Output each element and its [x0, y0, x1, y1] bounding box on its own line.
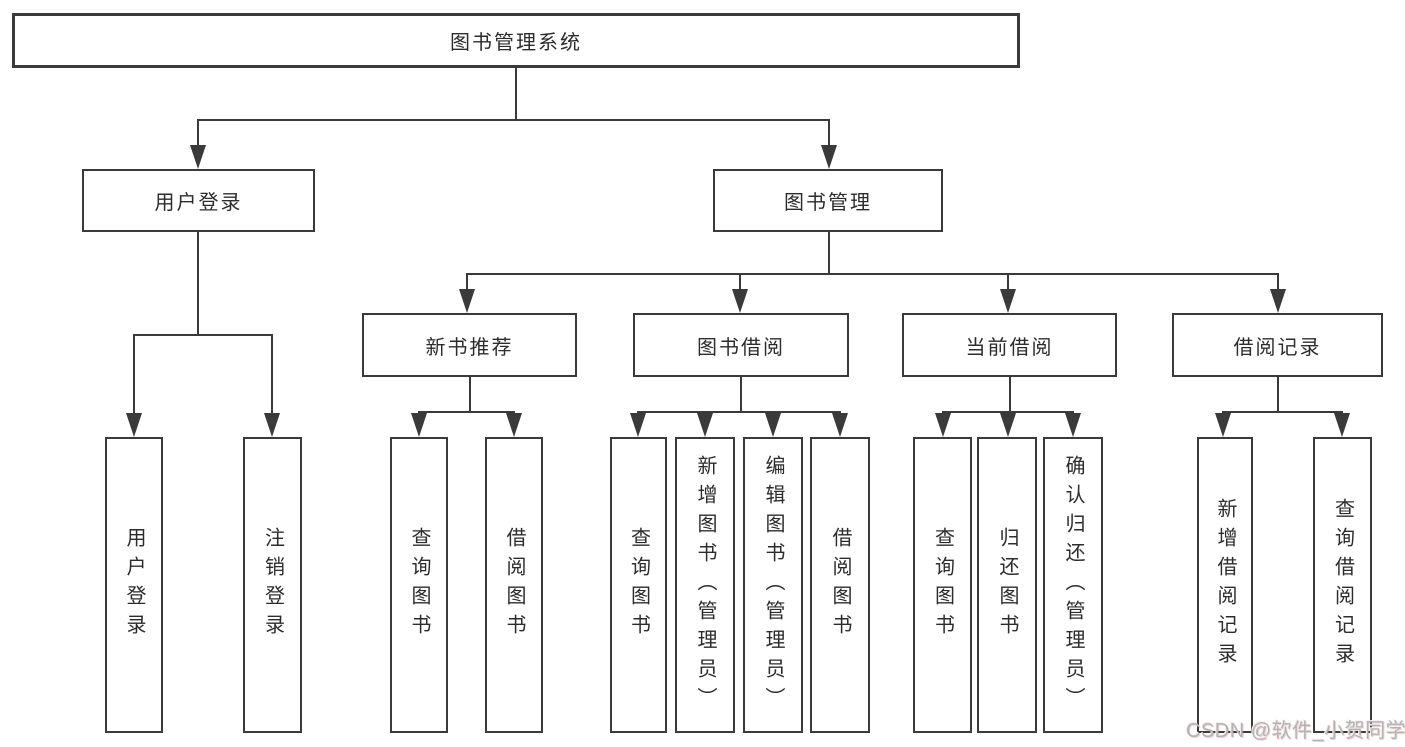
node-book-management: 图书管理	[713, 169, 943, 232]
node-library-management-system: 图书管理系统	[12, 13, 1020, 68]
leaf-confirm-return-admin: 确认归还（管理员）	[1043, 437, 1103, 733]
node-new-book-recommend: 新书推荐	[362, 313, 577, 377]
node-borrowing-records: 借阅记录	[1172, 313, 1383, 377]
leaf-borrow-books-recommend: 借阅图书	[485, 437, 543, 733]
leaf-logout: 注销登录	[243, 437, 302, 733]
leaf-borrow-books-borrowing: 借阅图书	[810, 437, 870, 733]
leaf-user-login: 用户登录	[105, 437, 163, 733]
leaf-query-books-borrowing: 查询图书	[610, 437, 667, 733]
leaf-query-books-current: 查询图书	[913, 437, 972, 733]
leaf-query-borrow-record: 查询借阅记录	[1313, 437, 1372, 733]
node-user-login: 用户登录	[82, 169, 315, 232]
leaf-edit-books-admin: 编辑图书（管理员）	[743, 437, 803, 733]
node-book-borrowing: 图书借阅	[633, 313, 849, 377]
leaf-add-borrow-record: 新增借阅记录	[1197, 437, 1253, 733]
leaf-add-books-admin: 新增图书（管理员）	[675, 437, 735, 733]
node-current-borrowing: 当前借阅	[902, 313, 1117, 377]
leaf-return-books: 归还图书	[977, 437, 1037, 733]
leaf-query-books-recommend: 查询图书	[390, 437, 448, 733]
csdn-watermark: CSDN @软件_小贺同学	[1186, 720, 1405, 742]
